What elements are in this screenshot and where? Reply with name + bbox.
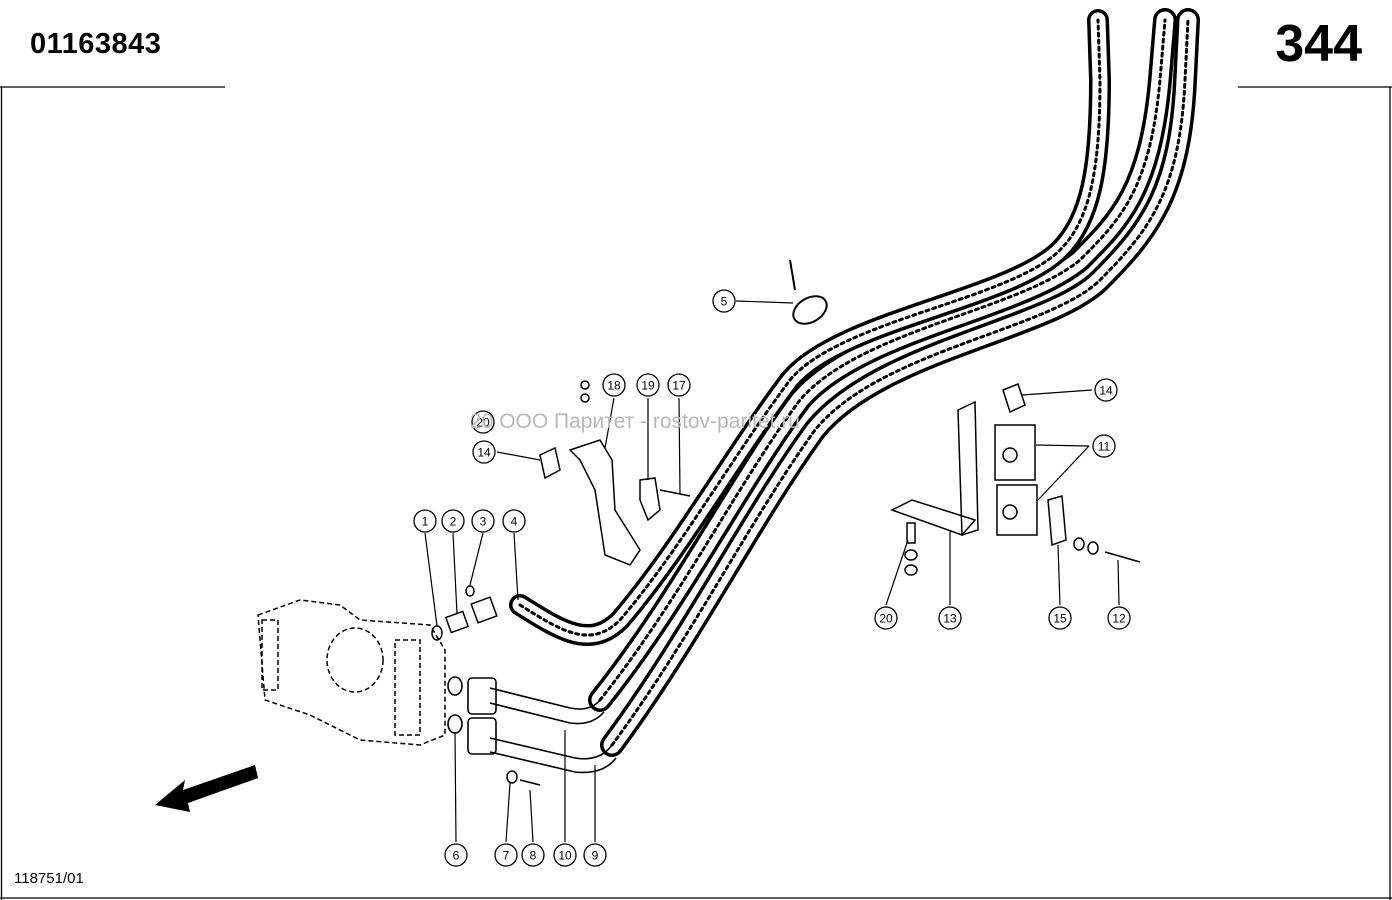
callout-label: 11 — [1098, 440, 1111, 454]
callout-20: 20 — [471, 410, 495, 434]
page-number: 344 — [1275, 15, 1362, 73]
callout-9: 9 — [583, 843, 607, 867]
callout-label: 1 — [422, 515, 429, 529]
callout-label: 17 — [672, 379, 686, 393]
callout-15: 15 — [1048, 606, 1072, 630]
callout-label: 9 — [592, 849, 599, 863]
callout-label: 8 — [530, 849, 537, 863]
callout-label: 2 — [450, 515, 457, 529]
callout-4: 4 — [502, 509, 526, 533]
callout-20: 20 — [874, 606, 898, 630]
callout-label: 14 — [1099, 384, 1113, 398]
fittings — [431, 585, 498, 641]
callout-7: 7 — [494, 843, 518, 867]
callout-label: 3 — [480, 515, 487, 529]
callout-label: 10 — [558, 849, 572, 863]
callout-14: 14 — [472, 440, 496, 464]
callout-19: 19 — [636, 373, 660, 397]
callout-label: 18 — [607, 379, 621, 393]
hose-clamp-part — [789, 259, 828, 325]
left-bracket-assembly — [539, 380, 691, 566]
callout-label: 5 — [721, 295, 728, 309]
callout-label: 15 — [1053, 612, 1067, 626]
frame-lines — [0, 86, 1392, 900]
callout-6: 6 — [444, 843, 468, 867]
pump-block — [257, 599, 446, 746]
callout-11: 11 — [1092, 434, 1116, 458]
callout-1: 1 — [413, 509, 437, 533]
hydraulic-hoses — [509, 8, 1200, 757]
right-bracket-assembly — [506, 383, 1141, 786]
leader-lines — [424, 300, 1120, 843]
callout-3: 3 — [471, 509, 495, 533]
callout-label: 14 — [477, 446, 491, 460]
callout-10: 10 — [553, 843, 577, 867]
callout-17: 17 — [667, 373, 691, 397]
callout-12: 12 — [1107, 606, 1131, 630]
callout-label: 20 — [879, 612, 893, 626]
callout-8: 8 — [521, 843, 545, 867]
callout-label: 4 — [511, 515, 518, 529]
callout-5: 5 — [712, 289, 736, 313]
callout-label: 6 — [453, 849, 460, 863]
part-number: 01163843 — [30, 28, 162, 60]
callout-label: 12 — [1112, 612, 1126, 626]
callout-13: 13 — [938, 606, 962, 630]
rigid-tubes — [447, 676, 617, 774]
callout-label: 20 — [476, 416, 490, 430]
direction-arrow-icon — [155, 765, 258, 812]
callout-label: 13 — [943, 612, 957, 626]
callout-14: 14 — [1094, 378, 1118, 402]
watermark: 20 ООО Паритет - rostov-paritet.ru — [470, 410, 800, 433]
callout-label: 19 — [641, 379, 655, 393]
callout-label: 7 — [503, 849, 510, 863]
callout-18: 18 — [602, 373, 626, 397]
drawing-id: 118751/01 — [14, 870, 84, 887]
callout-2: 2 — [441, 509, 465, 533]
